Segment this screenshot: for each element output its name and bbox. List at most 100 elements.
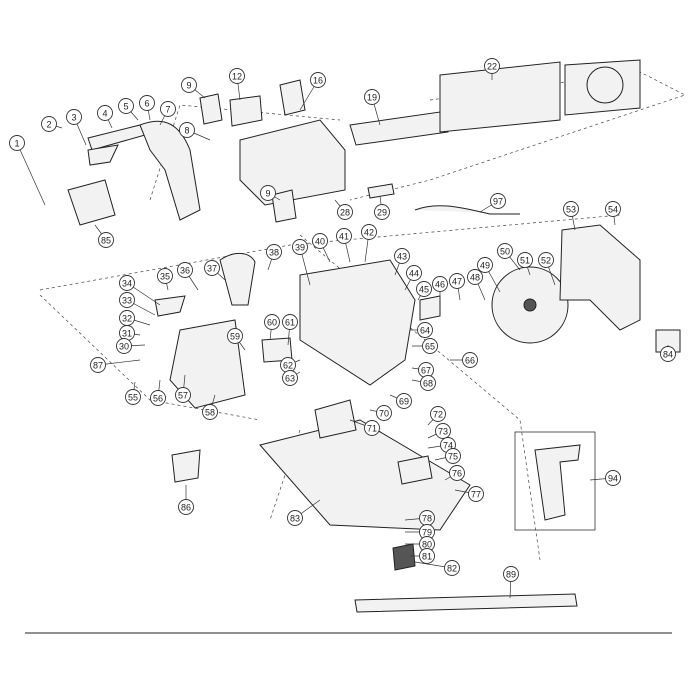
- callout-number: 47: [452, 277, 462, 287]
- callout-9: 9: [181, 77, 206, 99]
- callout-circle: [364, 420, 380, 436]
- callout-number: 80: [422, 540, 432, 550]
- callout-number: 60: [267, 318, 277, 328]
- callout-2: 2: [41, 116, 63, 132]
- callout-number: 38: [269, 248, 279, 258]
- callout-number: 8: [184, 126, 189, 136]
- callout-number: 52: [541, 256, 551, 266]
- callout-number: 39: [295, 243, 305, 253]
- callout-number: 54: [608, 205, 618, 215]
- callout-number: 41: [339, 232, 349, 242]
- callout-leader: [16, 142, 46, 206]
- front-handle-group: [154, 295, 293, 483]
- trigger-3: [87, 144, 119, 166]
- callout-44: 44: [404, 265, 422, 291]
- callout-number: 40: [315, 237, 325, 247]
- callout-circle: [376, 405, 392, 421]
- callout-number: 6: [144, 99, 149, 109]
- front-knob-housing-58: [169, 319, 246, 409]
- callout-22: 22: [484, 58, 500, 80]
- callout-number: 12: [232, 72, 242, 82]
- callout-number: 63: [285, 374, 295, 384]
- callout-80: 80: [405, 536, 435, 552]
- callout-number: 86: [181, 503, 191, 513]
- bevel-bracket-75: [397, 455, 433, 485]
- callout-59: 59: [227, 328, 246, 351]
- callout-number: 32: [122, 314, 132, 324]
- callout-54: 54: [605, 201, 621, 226]
- callout-1: 1: [9, 135, 46, 206]
- callout-number: 77: [471, 490, 481, 500]
- callout-circle: [416, 281, 432, 297]
- callout-68: 68: [411, 375, 436, 391]
- clamp-94: [534, 444, 581, 521]
- callout-circle: [287, 510, 303, 526]
- callout-number: 49: [480, 261, 490, 271]
- callout-70: 70: [369, 405, 392, 421]
- callout-circle: [374, 204, 390, 220]
- callout-number: 22: [487, 62, 497, 72]
- callout-number: 30: [119, 342, 129, 352]
- callout-number: 33: [122, 296, 132, 306]
- callout-5: 5: [118, 98, 139, 121]
- callout-9: 9: [260, 185, 281, 201]
- callout-circle: [497, 243, 513, 259]
- callout-number: 35: [160, 272, 170, 282]
- depth-scale-37: [219, 253, 256, 306]
- callout-48: 48: [467, 269, 486, 301]
- callout-circle: [467, 269, 483, 285]
- clamp-box: [514, 431, 596, 531]
- callout-number: 31: [122, 329, 132, 339]
- callout-29: 29: [374, 195, 390, 220]
- callout-number: 62: [283, 361, 293, 371]
- callout-37: 37: [204, 260, 226, 281]
- upper-blade-guard-53: [559, 224, 641, 331]
- callout-circle: [538, 252, 554, 268]
- motor-housing: [239, 119, 346, 206]
- callout-4: 4: [97, 105, 113, 129]
- callout-number: 5: [123, 102, 128, 112]
- callout-number: 61: [285, 318, 295, 328]
- callout-circle: [660, 346, 676, 362]
- callout-43: 43: [394, 248, 410, 276]
- callout-50: 50: [497, 243, 521, 271]
- callout-number: 9: [186, 81, 191, 91]
- callout-circle: [157, 268, 173, 284]
- callout-circle: [179, 122, 195, 138]
- callout-32: 32: [119, 310, 151, 326]
- callout-number: 74: [443, 441, 453, 451]
- callout-circle: [266, 244, 282, 260]
- callout-circle: [419, 548, 435, 564]
- callout-circle: [119, 292, 135, 308]
- callout-circle: [229, 68, 245, 84]
- callout-56: 56: [150, 379, 166, 406]
- callout-number: 28: [340, 208, 350, 218]
- callout-60: 60: [264, 314, 280, 341]
- callout-circle: [462, 352, 478, 368]
- callout-circle: [90, 357, 106, 373]
- callout-number: 19: [367, 93, 377, 103]
- callout-number: 70: [379, 409, 389, 419]
- callout-circle: [292, 239, 308, 255]
- callout-number: 58: [205, 408, 215, 418]
- callout-circle: [264, 314, 280, 330]
- callout-circle: [435, 423, 451, 439]
- callout-circle: [417, 322, 433, 338]
- callout-72: 72: [427, 406, 446, 426]
- callout-number: 44: [409, 269, 419, 279]
- base-shoe-group: [259, 399, 578, 613]
- callout-76: 76: [444, 465, 465, 481]
- callout-circle: [227, 328, 243, 344]
- callout-52: 52: [538, 252, 556, 286]
- callout-89: 89: [503, 566, 519, 599]
- parallel-guide-89: [354, 593, 578, 613]
- callout-47: 47: [449, 273, 465, 301]
- blade-bearing-pair: [419, 295, 441, 321]
- callout-number: 75: [448, 452, 458, 462]
- callout-number: 4: [102, 109, 107, 119]
- blade-hub: [523, 298, 537, 312]
- callout-number: 71: [367, 424, 377, 434]
- lever-34: [154, 295, 186, 317]
- callout-65: 65: [412, 338, 438, 354]
- callout-circle: [125, 389, 141, 405]
